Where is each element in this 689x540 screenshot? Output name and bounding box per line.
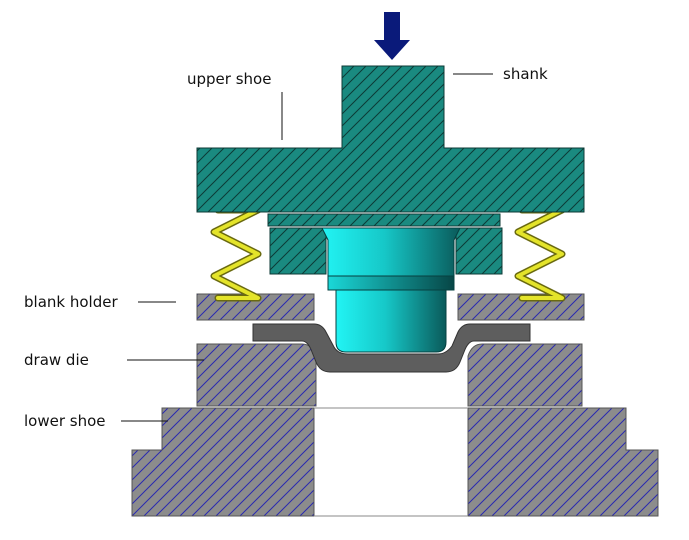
lower-shoe	[131, 407, 659, 517]
draw-die-right	[467, 343, 583, 407]
spring-left-icon	[210, 206, 262, 302]
label-blank-holder: blank holder	[24, 293, 118, 311]
draw-die-left	[196, 343, 317, 407]
upper-shoe	[196, 65, 585, 213]
spring-right-icon	[514, 206, 566, 302]
punch-holder-right	[455, 227, 503, 275]
punch-plate	[267, 213, 501, 227]
label-draw-die: draw die	[24, 351, 89, 369]
label-upper-shoe: upper shoe	[187, 70, 271, 88]
sheet-metal-blank	[252, 323, 531, 373]
label-shank: shank	[503, 65, 548, 83]
down-arrow-icon	[374, 12, 410, 60]
punch-holder-left	[269, 227, 327, 275]
punch	[321, 227, 461, 353]
label-lower-shoe: lower shoe	[24, 412, 106, 430]
